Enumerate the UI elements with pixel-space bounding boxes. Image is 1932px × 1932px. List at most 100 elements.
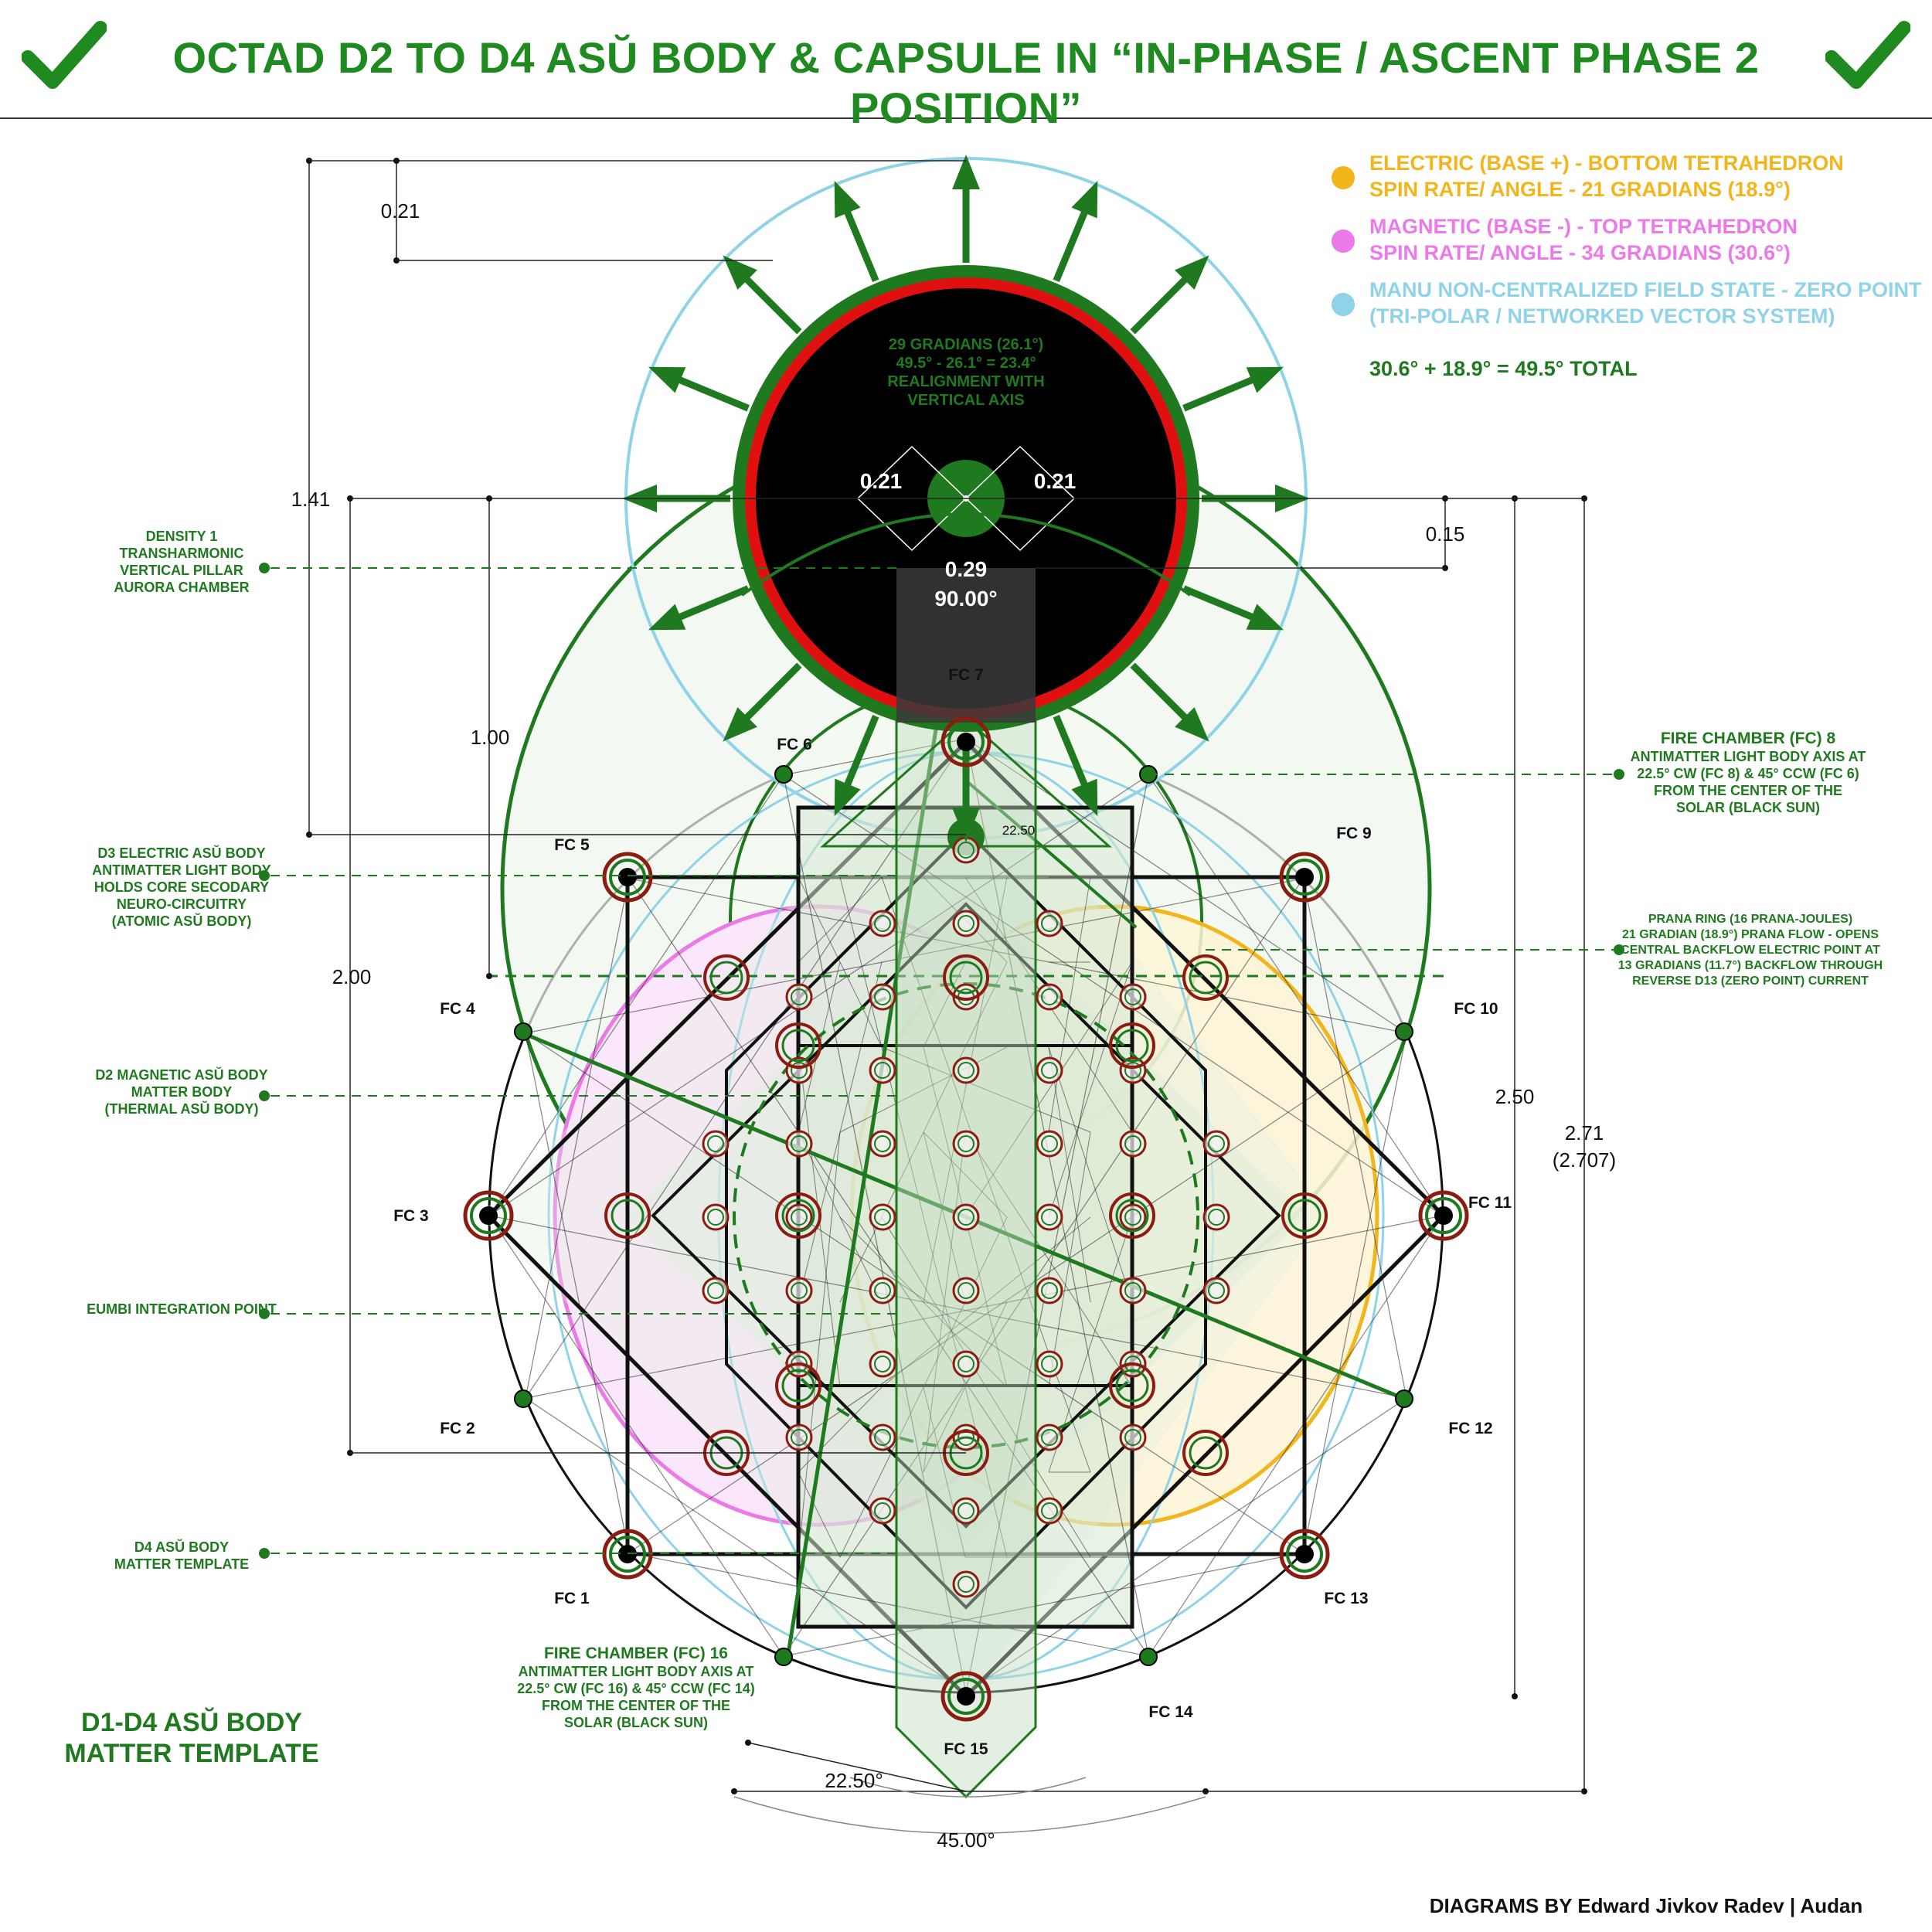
lattice-node (1036, 1277, 1063, 1304)
lattice-node-inner (1124, 1209, 1141, 1226)
construction-line (525, 1397, 967, 1693)
arrow-head-icon (1175, 255, 1209, 290)
dim-015: 0.15 (1426, 522, 1465, 546)
lattice-node (785, 1423, 813, 1451)
lattice-node-inner (874, 1502, 891, 1519)
construction-line (628, 1032, 1407, 1553)
angle-arc-small (849, 1777, 1087, 1798)
dimension-dot (731, 1788, 737, 1794)
fire-chamber-ring-green (1425, 1197, 1462, 1234)
lattice-node (1119, 1277, 1147, 1304)
vertex-ring-green (611, 1199, 645, 1233)
left-annotation: (THERMAL ASŬ BODY) (105, 1100, 259, 1117)
dimension-line (747, 1742, 967, 1792)
sun-value-left: 0.21 (860, 469, 903, 493)
lattice-node (1036, 1203, 1063, 1231)
construction-line (488, 774, 1149, 1216)
legend-layer: ELECTRIC (BASE +) - BOTTOM TETRAHEDRONSP… (1332, 151, 1922, 380)
dim-271b: (2.707) (1553, 1148, 1616, 1172)
lattice-node-inner (957, 1502, 975, 1519)
vertex-ring-green (709, 961, 743, 995)
right-annotation: PRANA RING (16 PRANA-JOULES) (1648, 913, 1852, 926)
arrow-head-icon (1071, 180, 1098, 219)
lattice-node-inner (1124, 988, 1141, 1005)
lattice-line (798, 1386, 883, 1473)
fire-chamber-ring (940, 1671, 992, 1722)
annotation-dot (1614, 769, 1624, 780)
lattice-node-inner (1041, 1502, 1058, 1519)
lattice-node-inner (707, 1209, 724, 1226)
arrow-head-icon (723, 255, 757, 290)
legend-line1: MANU NON-CENTRALIZED FIELD STATE - ZERO … (1369, 278, 1922, 301)
lattice-node-inner (791, 1135, 808, 1152)
right-annotation: REVERSE D13 (ZERO POINT) CURRENT (1632, 975, 1869, 988)
vertex-ring-green (781, 1029, 815, 1063)
lattice-node-inner (707, 1282, 724, 1299)
fire-chamber-label: FC 11 (1468, 1194, 1512, 1212)
lattice-node (1202, 1203, 1230, 1231)
left-annotation: NEURO-CIRCUITRY (117, 896, 247, 912)
lattice-node (1119, 1056, 1147, 1084)
lattice-node-inner (874, 915, 891, 932)
lattice-node-inner (957, 1135, 975, 1152)
left-annotation: MATTER BODY (131, 1084, 233, 1100)
fire-chamber-label: FC 5 (554, 836, 590, 854)
lattice-node-inner (874, 1209, 891, 1226)
dim-inner-angle: 22.50 (1002, 823, 1036, 838)
fire-chamber-label: FC 7 (948, 666, 984, 684)
bottom-annotation: 22.5° CW (FC 16) & 45° CCW (FC 14) (517, 1681, 754, 1696)
lattice-node-inner (957, 1062, 975, 1079)
lattice-node (869, 1130, 896, 1158)
fire-chamber-label: FC 14 (1148, 1703, 1193, 1721)
lattice-node (952, 1497, 980, 1525)
lattice-node-inner (1041, 1429, 1058, 1446)
lattice-node (785, 983, 813, 1011)
vertex-ring-green (949, 961, 983, 995)
lattice-node-inner (957, 1209, 975, 1226)
right-annotation: 21 GRADIAN (18.9°) PRANA FLOW - OPENS (1622, 928, 1879, 941)
dimension-layer: 0.211.411.002.000.152.502.71(2.707)22.50… (291, 158, 1616, 1852)
lattice-node-inner (791, 1282, 808, 1299)
vertex-ring (1109, 1362, 1155, 1409)
fire-chamber-layer: FC 1FC 2FC 3FC 4FC 5FC 6FC 7FC 9FC 10FC … (393, 666, 1512, 1758)
fire-chamber-ring (1418, 1190, 1469, 1241)
construction-line (525, 878, 1304, 1034)
lattice-node (1119, 1130, 1147, 1158)
arrow-head-icon (834, 180, 861, 219)
left-annotation: TRANSHARMONIC (120, 546, 244, 561)
right-annotation-heading: FIRE CHAMBER (FC) 8 (1661, 730, 1836, 747)
template-title: MATTER TEMPLATE (64, 1739, 318, 1768)
lattice-node (785, 1130, 813, 1158)
lattice-node (1119, 1423, 1147, 1451)
lattice-node-inner (957, 1576, 975, 1593)
right-annotation: FROM THE CENTER OF THE (1654, 783, 1842, 798)
bottom-annotation: FROM THE CENTER OF THE (542, 1698, 730, 1713)
dimension-dot (1202, 1788, 1209, 1794)
dimension-dot (486, 495, 492, 502)
lattice-node (1036, 1497, 1063, 1525)
lattice-node-inner (1041, 1135, 1058, 1152)
fire-chamber-node (479, 1206, 498, 1225)
fire-chamber-label: FC 12 (1448, 1420, 1492, 1437)
vertex-ring (1182, 954, 1229, 1001)
lattice-node (1202, 1130, 1230, 1158)
arrow-head-icon (1246, 366, 1284, 393)
lattice-node-inner (1124, 1062, 1141, 1079)
bottom-annotation: ANTIMATTER LIGHT BODY AXIS AT (519, 1664, 754, 1679)
sun-label: VERTICAL AXIS (907, 392, 1024, 409)
lattice-node (1036, 910, 1063, 937)
construction-line (965, 1397, 1407, 1693)
vertex-ring (604, 1192, 651, 1239)
lattice-node-inner (874, 988, 891, 1005)
dim-200: 2.00 (332, 965, 372, 988)
dimension-dot (745, 1740, 751, 1746)
lattice-node (869, 1056, 896, 1084)
construction-line (1148, 1215, 1444, 1657)
fire-chamber-label: FC 15 (944, 1740, 988, 1758)
lattice-node-inner (957, 1282, 975, 1299)
construction-line (1148, 774, 1444, 1216)
vertex-ring (775, 1022, 821, 1069)
left-annotation: DENSITY 1 (146, 529, 218, 544)
arrow-head-icon (1246, 604, 1284, 631)
